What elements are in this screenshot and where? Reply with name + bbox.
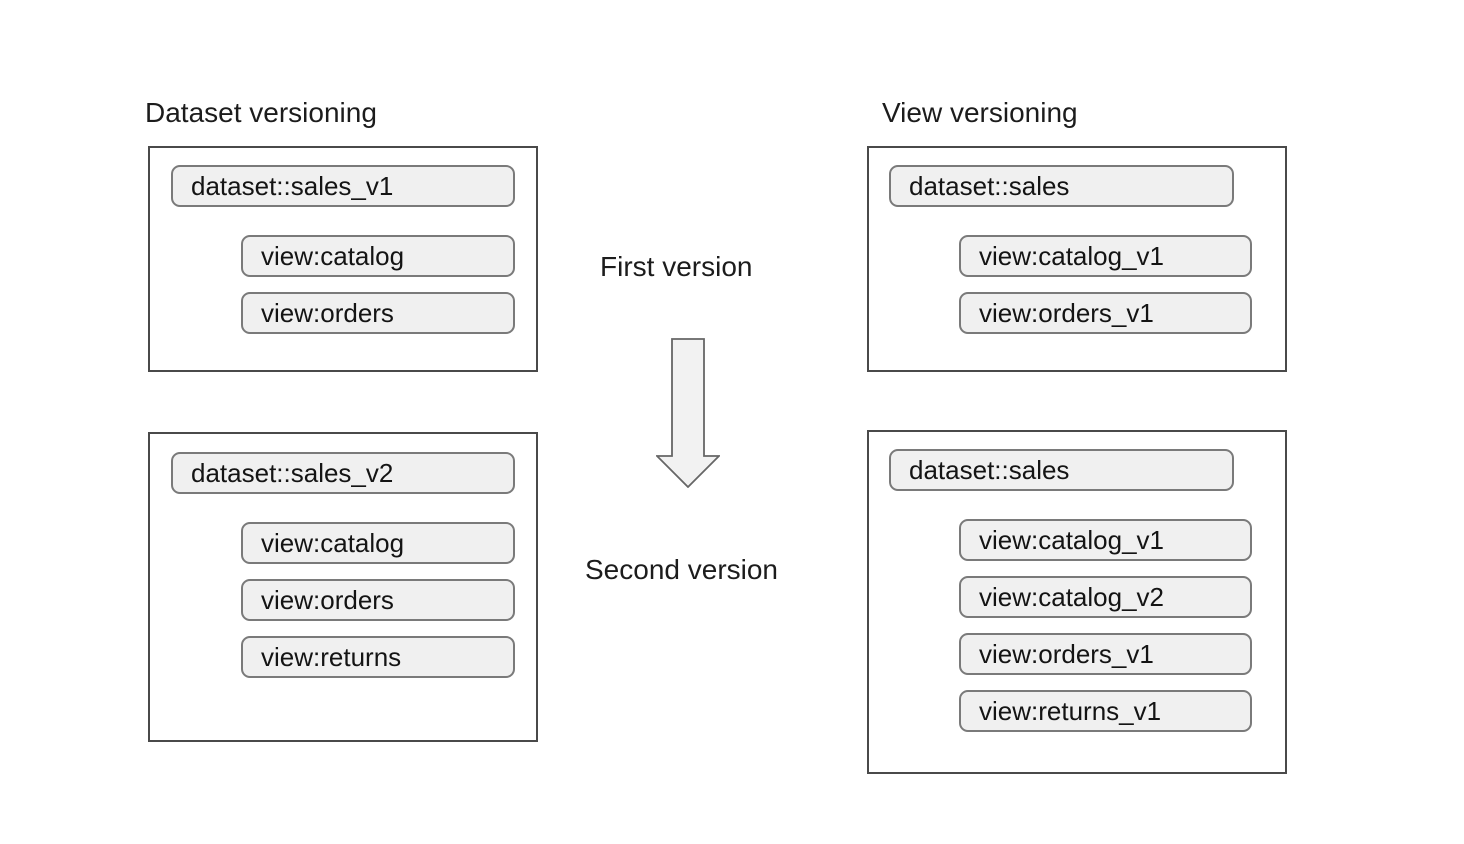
- view-pill: view:returns: [241, 636, 515, 678]
- view-pill: view:catalog_v2: [959, 576, 1252, 618]
- dataset-versioning-title: Dataset versioning: [145, 97, 377, 128]
- dataset-pill: dataset::sales: [889, 165, 1234, 207]
- down-block-arrow-icon: [654, 338, 722, 489]
- view-pill: view:catalog: [241, 235, 515, 277]
- view-pill: view:orders_v1: [959, 292, 1252, 334]
- view-versioning-v1-box: dataset::sales view:catalog_v1 view:orde…: [867, 146, 1287, 372]
- dataset-versioning-v2-box: dataset::sales_v2 view:catalog view:orde…: [148, 432, 538, 742]
- view-versioning-title: View versioning: [882, 97, 1078, 128]
- view-pill: view:catalog: [241, 522, 515, 564]
- view-pill: view:orders: [241, 292, 515, 334]
- view-pill: view:orders_v1: [959, 633, 1252, 675]
- dataset-pill: dataset::sales: [889, 449, 1234, 491]
- view-pill: view:returns_v1: [959, 690, 1252, 732]
- view-pill: view:orders: [241, 579, 515, 621]
- view-versioning-v2-box: dataset::sales view:catalog_v1 view:cata…: [867, 430, 1287, 774]
- dataset-versioning-v1-box: dataset::sales_v1 view:catalog view:orde…: [148, 146, 538, 372]
- dataset-pill: dataset::sales_v2: [171, 452, 515, 494]
- view-pill: view:catalog_v1: [959, 519, 1252, 561]
- dataset-pill: dataset::sales_v1: [171, 165, 515, 207]
- view-pill: view:catalog_v1: [959, 235, 1252, 277]
- second-version-label: Second version: [585, 554, 779, 585]
- first-version-label: First version: [600, 251, 753, 282]
